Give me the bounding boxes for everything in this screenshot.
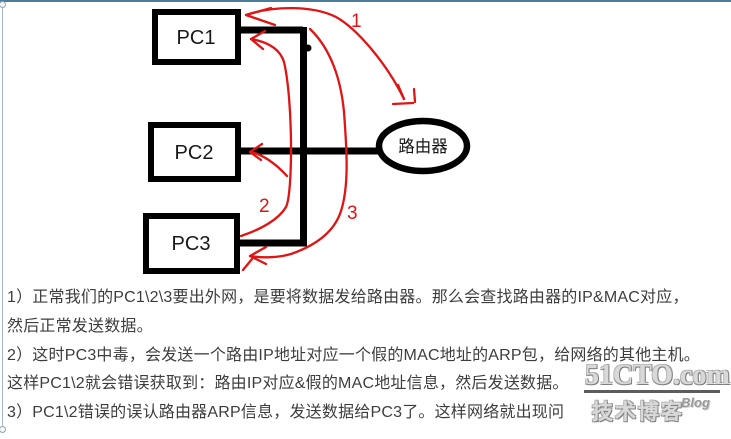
explanation-line-1: 1）正常我们的PC1\2\3要出外网，是要将数据发给路由器。那么会查找路由器的I… bbox=[7, 289, 689, 306]
arrow1-path bbox=[244, 6, 406, 101]
watermark-underline bbox=[584, 390, 720, 393]
arrow1-head-tick bbox=[391, 101, 415, 106]
arrow3-head-tail bbox=[241, 257, 254, 272]
arrow2-branch-pc2 bbox=[248, 150, 289, 178]
explanation-line-3: 2）这时PC3中毒，会发送一个路由IP地址对应一个假的MAC地址的ARP包，给网… bbox=[7, 347, 700, 364]
explanation-line-5: 3）PC1\2错误的误认路由器ARP信息，发送数据给PC3了。这样网络就出现问 bbox=[7, 404, 565, 421]
pc3-label: PC3 bbox=[172, 233, 211, 255]
watermark-tagline: 技术博客 bbox=[592, 401, 684, 424]
arrow2-head-barbs bbox=[249, 29, 267, 51]
network-topology-diagram: PC1 PC2 PC3 路由器 1 2 3 bbox=[143, 6, 471, 274]
arrow3-head-barbs bbox=[248, 245, 268, 266]
arrow3-number: 3 bbox=[347, 203, 358, 224]
arrow2-branch-head-barbs bbox=[248, 142, 264, 162]
arrow2-number: 2 bbox=[259, 196, 270, 217]
arrow2-path bbox=[239, 37, 293, 238]
selection-handle-top-left bbox=[0, 1, 6, 8]
arrow3-path bbox=[248, 27, 348, 259]
watermark-51cto-logo: 51CTO.com bbox=[585, 360, 730, 391]
frame-left-border bbox=[2, 4, 3, 427]
arrow1-head-hook bbox=[412, 87, 417, 104]
pc3-box bbox=[143, 213, 240, 274]
explanation-line-4: 这样PC1\2就会错误获取到：路由IP对应&假的MAC地址信息，然后发送数据。 bbox=[7, 375, 569, 392]
router-ellipse bbox=[375, 117, 471, 175]
arrow1-start-barbs bbox=[244, 6, 277, 27]
pc1-box bbox=[152, 9, 241, 65]
arrow1-head-barb bbox=[396, 83, 406, 101]
selection-handle-bottom-left bbox=[0, 426, 6, 433]
pc2-label: PC2 bbox=[175, 142, 214, 164]
arrow1-number: 1 bbox=[351, 11, 362, 32]
trunk-node-dot bbox=[304, 44, 312, 52]
router-label: 路由器 bbox=[398, 137, 448, 156]
pc1-label: PC1 bbox=[177, 27, 216, 49]
frame-top-border bbox=[0, 0, 731, 2]
explanation-line-2: 然后正常发送数据。 bbox=[7, 318, 153, 335]
pc2-box bbox=[148, 122, 241, 182]
watermark-blog-text: Blog bbox=[681, 395, 710, 410]
